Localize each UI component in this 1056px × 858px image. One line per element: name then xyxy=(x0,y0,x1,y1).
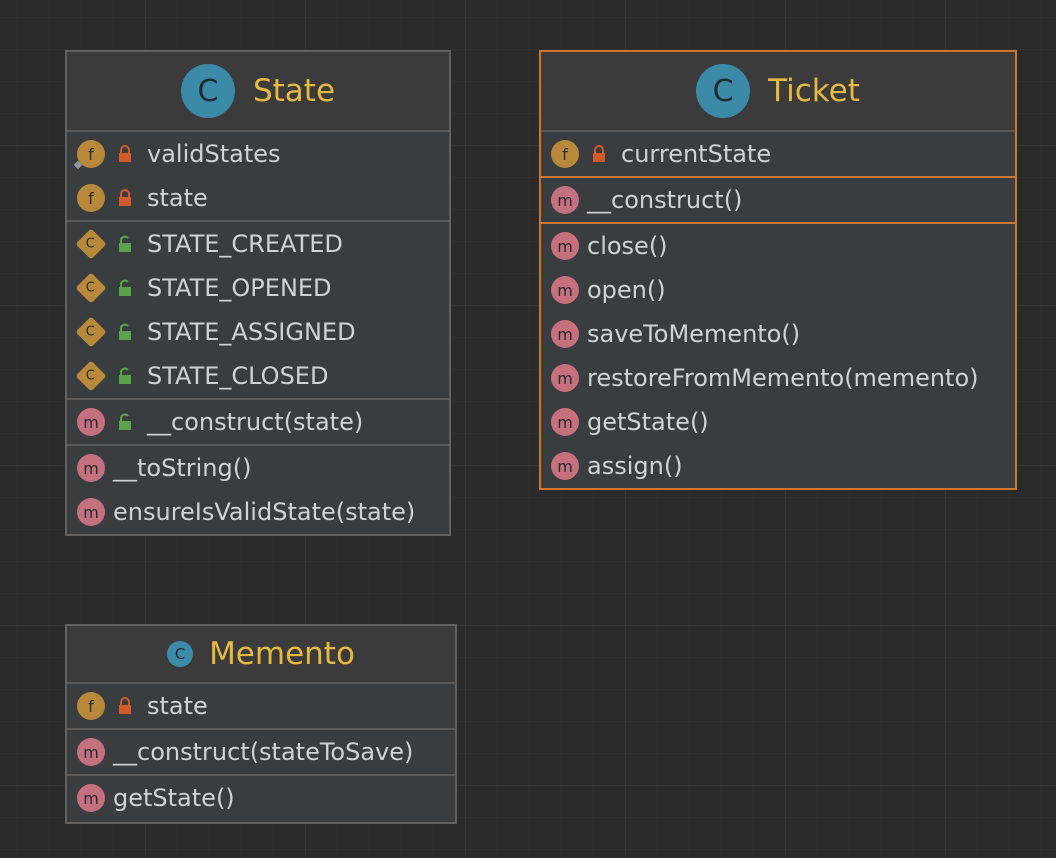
method-name: __construct() xyxy=(587,186,743,214)
fields-section: f currentState xyxy=(541,132,1015,178)
method-icon: m xyxy=(77,498,105,526)
constant-row[interactable]: C STATE_ASSIGNED xyxy=(67,310,449,354)
public-lock-icon xyxy=(119,413,131,430)
method-row[interactable]: m __construct() xyxy=(541,178,1015,222)
field-name: state xyxy=(147,184,208,212)
constant-icon: C xyxy=(75,360,107,392)
method-icon: m xyxy=(551,320,579,348)
field-row[interactable]: f state xyxy=(67,684,455,728)
method-row[interactable]: m getState() xyxy=(67,776,455,820)
private-lock-icon xyxy=(119,189,131,206)
field-row[interactable]: f currentState xyxy=(541,132,1015,176)
constant-name: STATE_OPENED xyxy=(147,274,332,302)
field-name: validStates xyxy=(147,140,281,168)
constants-section: C STATE_CREATED C STATE_OPENED C STATE_A… xyxy=(67,222,449,400)
method-row[interactable]: m open() xyxy=(541,268,1015,312)
method-row[interactable]: m __construct(state) xyxy=(67,400,449,444)
class-header: C Ticket xyxy=(541,52,1015,132)
method-icon: m xyxy=(77,738,105,766)
methods-section: m getState() xyxy=(67,776,455,820)
method-icon: m xyxy=(551,452,579,480)
method-row[interactable]: m getState() xyxy=(541,400,1015,444)
class-name: Ticket xyxy=(768,73,860,109)
constant-name: STATE_ASSIGNED xyxy=(147,318,356,346)
field-name: state xyxy=(147,692,208,720)
class-memento[interactable]: C Memento f state m __construct(stateToS… xyxy=(65,624,457,824)
method-name: __toString() xyxy=(113,454,252,482)
public-lock-icon xyxy=(119,279,131,296)
field-icon: f xyxy=(73,140,105,170)
constructor-section: m __construct() xyxy=(541,178,1015,224)
method-name: getState() xyxy=(113,784,235,812)
class-icon: C xyxy=(167,641,194,667)
private-lock-icon xyxy=(119,145,131,162)
methods-section: m __toString() m ensureIsValidState(stat… xyxy=(67,446,449,534)
constructor-section: m __construct(stateToSave) xyxy=(67,730,455,776)
method-row[interactable]: m ensureIsValidState(state) xyxy=(67,490,449,534)
constant-icon: C xyxy=(75,228,107,260)
constant-row[interactable]: C STATE_CLOSED xyxy=(67,354,449,398)
class-name: Memento xyxy=(209,636,355,672)
constructor-section: m __construct(state) xyxy=(67,400,449,446)
public-lock-icon xyxy=(119,235,131,252)
class-ticket[interactable]: C Ticket f currentState m __construct() … xyxy=(539,50,1017,490)
class-icon: C xyxy=(696,64,751,118)
method-row[interactable]: m close() xyxy=(541,224,1015,268)
method-row[interactable]: m __toString() xyxy=(67,446,449,490)
class-header: C State xyxy=(67,52,449,132)
method-icon: m xyxy=(551,232,579,260)
constant-name: STATE_CREATED xyxy=(147,230,343,258)
method-row[interactable]: m restoreFromMemento(memento) xyxy=(541,356,1015,400)
method-icon: m xyxy=(77,784,105,812)
fields-section: f state xyxy=(67,684,455,730)
field-row[interactable]: f state xyxy=(67,176,449,220)
method-row[interactable]: m saveToMemento() xyxy=(541,312,1015,356)
private-lock-icon xyxy=(119,697,131,714)
constant-icon: C xyxy=(75,272,107,304)
method-icon: m xyxy=(551,276,579,304)
method-row[interactable]: m __construct(stateToSave) xyxy=(67,730,455,774)
class-header: C Memento xyxy=(67,626,455,684)
fields-section: f validStates f state xyxy=(67,132,449,222)
field-row[interactable]: f validStates xyxy=(67,132,449,176)
method-icon: m xyxy=(551,364,579,392)
method-name: restoreFromMemento(memento) xyxy=(587,364,979,392)
class-icon: C xyxy=(180,64,235,118)
method-name: open() xyxy=(587,276,666,304)
class-name: State xyxy=(252,73,336,109)
static-marker-icon xyxy=(73,160,83,170)
public-lock-icon xyxy=(119,323,131,340)
method-name: assign() xyxy=(587,452,683,480)
field-name: currentState xyxy=(621,140,772,168)
method-icon: m xyxy=(551,186,579,214)
method-icon: m xyxy=(77,454,105,482)
method-icon: m xyxy=(551,408,579,436)
public-lock-icon xyxy=(119,367,131,384)
private-lock-icon xyxy=(593,145,605,162)
method-icon: m xyxy=(77,408,105,436)
method-name: __construct(state) xyxy=(147,408,364,436)
field-icon: f xyxy=(551,140,579,168)
method-name: saveToMemento() xyxy=(587,320,801,348)
method-name: __construct(stateToSave) xyxy=(113,738,414,766)
methods-section: m close() m open() m saveToMemento() m r… xyxy=(541,224,1015,488)
constant-row[interactable]: C STATE_CREATED xyxy=(67,222,449,266)
method-name: ensureIsValidState(state) xyxy=(113,498,416,526)
constant-row[interactable]: C STATE_OPENED xyxy=(67,266,449,310)
method-name: close() xyxy=(587,232,668,260)
field-icon: f xyxy=(77,692,105,720)
method-name: getState() xyxy=(587,408,709,436)
constant-name: STATE_CLOSED xyxy=(147,362,329,390)
constant-icon: C xyxy=(75,316,107,348)
class-state[interactable]: C State f validStates f state C STATE_CR… xyxy=(65,50,451,536)
field-icon: f xyxy=(77,184,105,212)
method-row[interactable]: m assign() xyxy=(541,444,1015,488)
